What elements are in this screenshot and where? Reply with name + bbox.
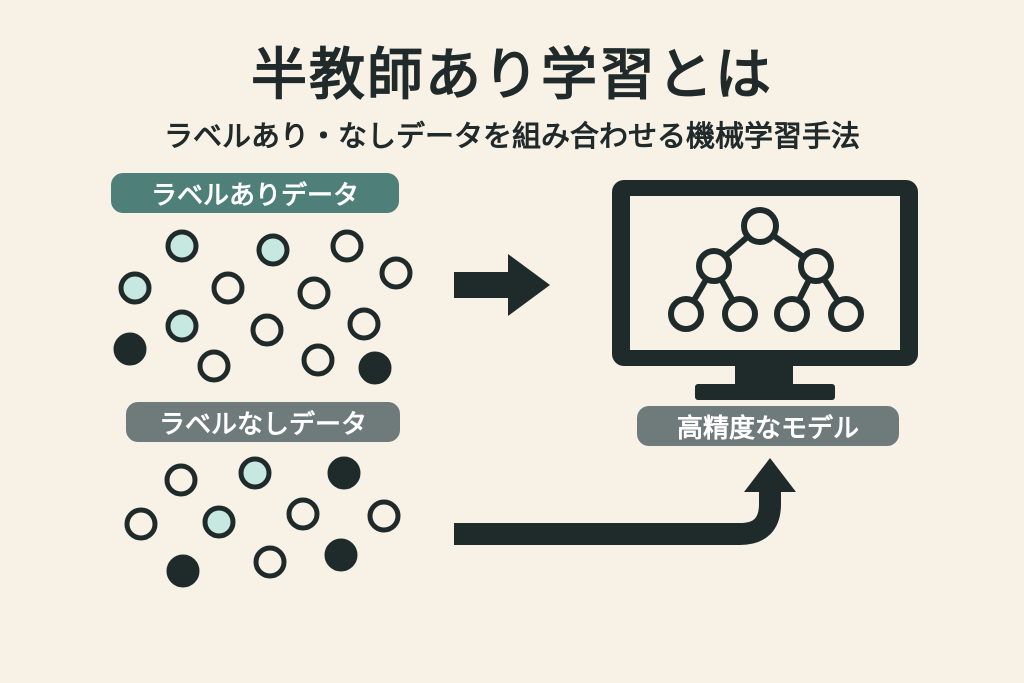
- data-point-outline: [379, 256, 413, 290]
- data-point-teal: [165, 229, 199, 263]
- data-point-outline: [330, 229, 364, 263]
- data-point-outline: [211, 271, 245, 305]
- data-point-dark: [166, 554, 200, 588]
- data-point-outline: [367, 499, 401, 533]
- unlabeled-data-label: ラベルなしデータ: [126, 402, 400, 442]
- data-point-outline: [164, 463, 198, 497]
- data-point-outline: [297, 276, 331, 310]
- data-point-teal: [202, 505, 236, 539]
- data-point-teal: [238, 456, 272, 490]
- data-point-outline: [253, 545, 287, 579]
- labeled-data-points: [113, 229, 413, 385]
- data-point-teal: [118, 271, 152, 305]
- data-point-dark: [358, 351, 392, 385]
- unlabeled-data-points: [124, 456, 401, 588]
- data-point-outline: [197, 349, 231, 383]
- data-point-outline: [347, 307, 381, 341]
- arrow-bent-up-icon: [454, 458, 796, 545]
- data-point-dark: [327, 456, 361, 490]
- data-point-outline: [286, 497, 320, 531]
- data-point-teal: [165, 309, 199, 343]
- model-label: 高精度なモデル: [637, 406, 899, 446]
- monitor-tree-icon: [612, 180, 918, 400]
- arrow-right-icon: [454, 254, 550, 316]
- data-point-teal: [256, 233, 290, 267]
- data-point-dark: [113, 332, 147, 366]
- page-subtitle: ラベルあり・なしデータを組み合わせる機械学習手法: [163, 119, 860, 153]
- data-point-outline: [124, 507, 158, 541]
- page-title: 半教師あり学習とは: [251, 43, 773, 108]
- data-point-dark: [324, 538, 358, 572]
- data-point-outline: [301, 343, 335, 377]
- labeled-data-label: ラベルありデータ: [111, 173, 399, 213]
- data-point-outline: [250, 313, 284, 347]
